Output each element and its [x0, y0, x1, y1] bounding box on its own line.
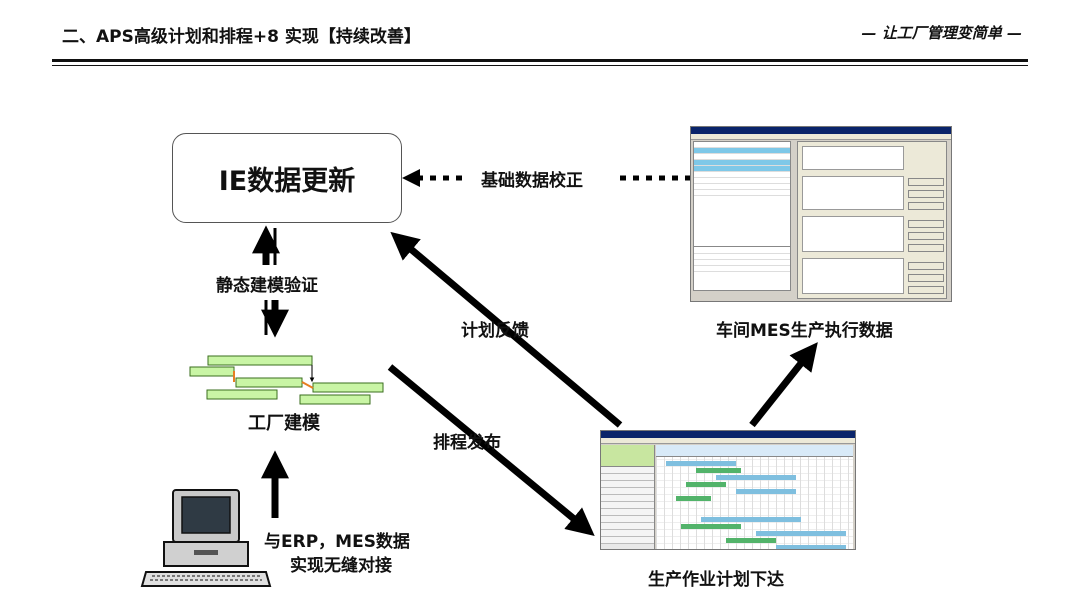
- gantt-bar: [299, 394, 371, 405]
- node-label-schedule: 生产作业计划下达: [648, 570, 784, 590]
- ie-data-update-label: IE数据更新: [218, 165, 356, 197]
- mes-screenshot: [690, 126, 952, 302]
- computer-icon: [140, 489, 272, 587]
- arrow-schedule-publish: [387, 364, 595, 537]
- gantt-bar: [206, 389, 278, 400]
- node-label-factory: 工厂建模: [248, 413, 320, 434]
- page-title: 二、APS高级计划和排程+8 实现【持续改善】: [62, 27, 421, 47]
- node-label-mes: 车间MES生产执行数据: [716, 321, 893, 341]
- header-rule-thin: [52, 65, 1028, 66]
- gantt-bar: [207, 355, 313, 366]
- edge-label-schedule-publish: 排程发布: [433, 433, 501, 453]
- gantt-bar: [312, 382, 384, 393]
- edge-label-static-model: 静态建模验证: [216, 276, 318, 296]
- gantt-bar: [235, 377, 303, 388]
- schedule-screenshot: [600, 430, 856, 550]
- factory-gantt: [189, 355, 384, 405]
- arrow-to-mes: [749, 342, 818, 428]
- node-label-erp-line2: 实现无缝对接: [290, 556, 392, 576]
- arrow-base-data-head: [402, 169, 420, 187]
- page-slogan: — 让工厂管理变简单 —: [861, 24, 1022, 42]
- edge-label-base-data: 基础数据校正: [481, 171, 583, 191]
- ie-data-update-box: IE数据更新: [172, 133, 402, 223]
- arrow-plan-feedback: [390, 231, 623, 428]
- header-rule-thick: [52, 59, 1028, 62]
- gantt-bar: [189, 366, 235, 377]
- gantt-link: [301, 381, 314, 389]
- node-label-erp-line1: 与ERP，MES数据: [264, 532, 410, 552]
- edge-label-plan-feedback: 计划反馈: [461, 321, 529, 341]
